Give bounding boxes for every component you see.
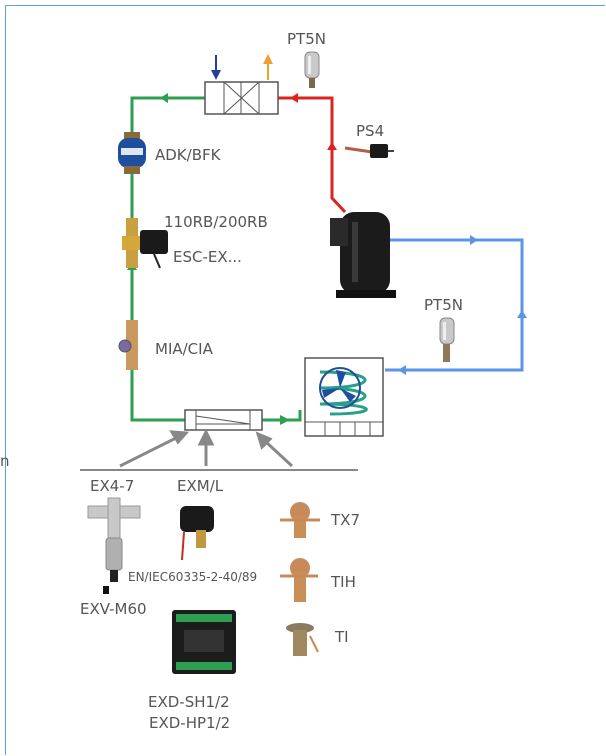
label-110rb-200rb: 110RB/200RB	[164, 213, 268, 231]
edge-text-fragment: n	[0, 452, 10, 470]
ps4-pressure-switch-icon	[344, 144, 394, 158]
label-exv-m60: EXV-M60	[80, 600, 147, 618]
exd-controller-icon	[172, 610, 236, 674]
compressor-icon	[330, 212, 396, 298]
expansion-device-symbol	[184, 409, 263, 431]
label-exm-l: EXM/L	[177, 477, 224, 495]
pt5n-pressure-transmitter-top-icon	[304, 51, 320, 88]
label-exd-sh: EXD-SH1/2	[148, 693, 230, 711]
discharge-line	[278, 93, 347, 214]
label-pt5n-right: PT5N	[424, 296, 463, 314]
label-esc-ex: ESC-EX...	[173, 248, 242, 266]
label-tx7: TX7	[331, 511, 360, 529]
ti-valve-icon	[286, 623, 319, 656]
diagram-frame	[5, 5, 605, 755]
label-exd-hp: EXD-HP1/2	[149, 714, 231, 732]
pt5n-pressure-transmitter-right-icon	[439, 317, 455, 362]
label-adk-bfk: ADK/BFK	[155, 146, 221, 164]
ex4-7-valve-icon	[87, 497, 141, 582]
exm-l-valve-icon	[180, 506, 214, 561]
water-out-arrow-icon	[263, 54, 273, 80]
tx7-valve-icon	[280, 502, 320, 538]
evaporator-fan-unit-icon	[304, 357, 384, 437]
water-in-arrow-icon	[211, 55, 221, 80]
selection-arrows	[119, 428, 294, 468]
suction-line	[385, 235, 527, 375]
mia-cia-sight-glass-icon	[118, 320, 138, 370]
adk-bfk-filter-drier-icon	[118, 132, 146, 174]
label-tih: TIH	[331, 573, 356, 591]
exv-m60-connector-icon	[103, 586, 109, 594]
label-mia-cia: MIA/CIA	[155, 340, 213, 358]
label-standard: EN/IEC60335-2-40/89	[128, 570, 258, 584]
label-ps4: PS4	[356, 122, 385, 140]
label-ti: TI	[335, 628, 349, 646]
label-ex4-7: EX4-7	[90, 477, 135, 495]
tih-valve-icon	[280, 558, 318, 602]
label-pt5n-top: PT5N	[287, 30, 326, 48]
solenoid-expansion-valve-icon	[122, 218, 168, 269]
condenser-heat-exchanger	[204, 81, 279, 115]
